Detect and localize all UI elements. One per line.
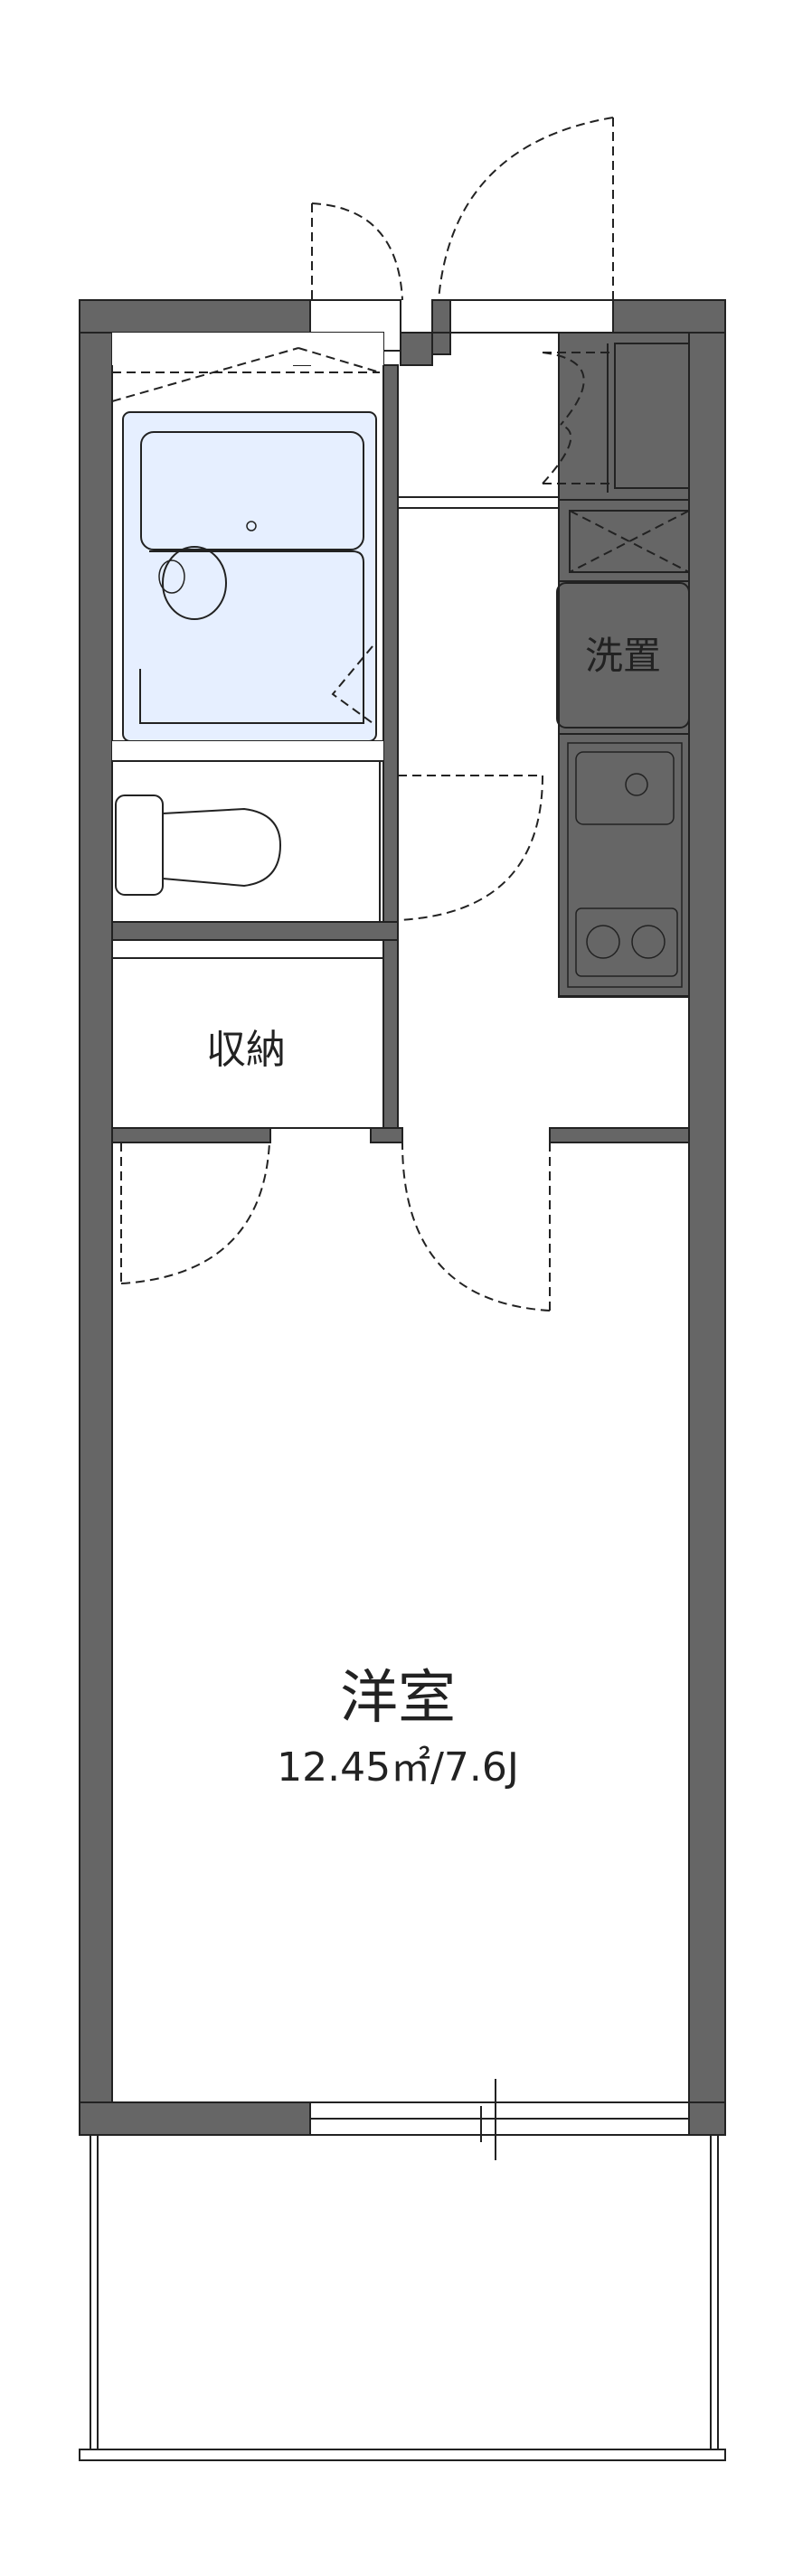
exterior-walls xyxy=(79,299,726,2136)
western-room: 洋室 12.45㎡/7.6J xyxy=(277,1665,519,1791)
room-doors xyxy=(120,1142,551,1312)
toilet-room xyxy=(111,741,383,923)
stove-icon xyxy=(575,907,678,977)
kitchen xyxy=(558,733,690,997)
entrance xyxy=(293,117,614,366)
toilet-bowl-icon xyxy=(162,807,282,888)
refrigerator-space xyxy=(569,510,690,573)
balcony xyxy=(79,2135,726,2461)
sink-icon xyxy=(575,751,675,825)
corridor xyxy=(397,496,559,921)
toilet-tank xyxy=(115,794,164,896)
balcony-window xyxy=(310,2079,689,2160)
washer-space: 洗置 xyxy=(556,582,690,729)
bathtub xyxy=(140,431,364,550)
storage-label: 収納 xyxy=(206,1027,286,1073)
shoe-closet xyxy=(542,343,690,493)
bathroom xyxy=(111,332,384,742)
western-room-area: 12.45㎡/7.6J xyxy=(277,1744,519,1791)
storage: 収納 xyxy=(111,957,384,1129)
washbasin-icon xyxy=(162,546,227,620)
western-room-label: 洋室 xyxy=(340,1665,456,1732)
bathtub-drain-icon xyxy=(246,521,257,531)
washer-label: 洗置 xyxy=(585,634,661,678)
interior-walls xyxy=(111,332,690,1143)
